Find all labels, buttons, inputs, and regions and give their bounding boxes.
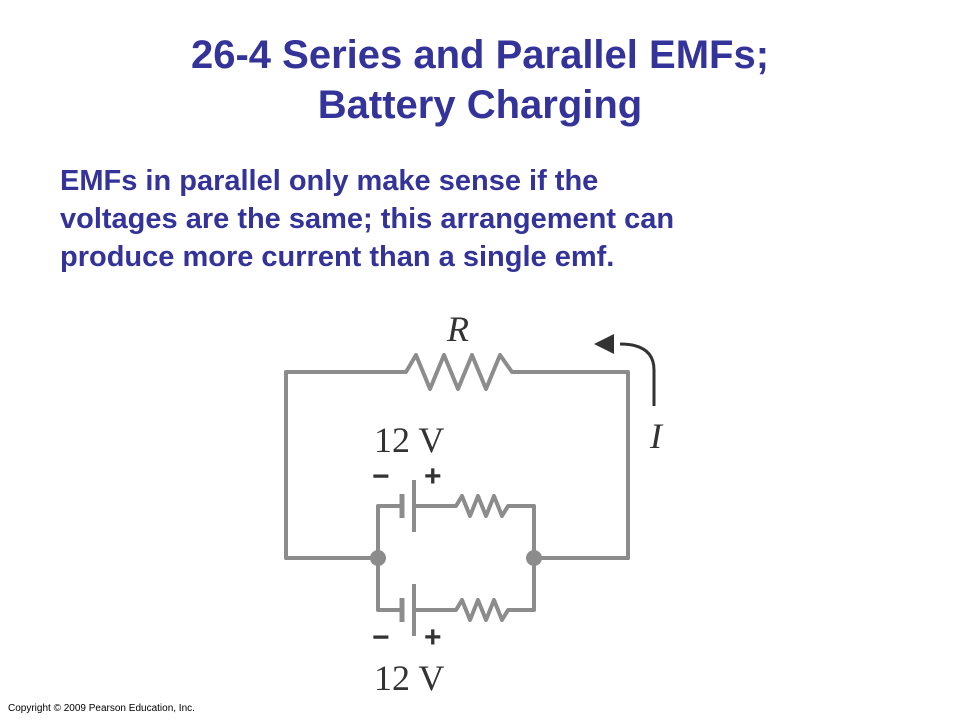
top-battery-voltage-label: 12 V bbox=[374, 420, 444, 460]
title-line-1: 26-4 Series and Parallel EMFs; bbox=[190, 33, 770, 77]
body-line-1: EMFs in parallel only make sense if the bbox=[60, 165, 599, 197]
slide-title: 26-4 Series and Parallel EMFs; Battery C… bbox=[0, 30, 960, 130]
bottom-battery-minus-sign: − bbox=[372, 621, 390, 654]
resistor-label: R bbox=[446, 309, 469, 349]
lower-branch-resistor bbox=[412, 556, 536, 622]
body-line-3: produce more current than a single emf. bbox=[60, 241, 615, 273]
upper-branch-wire bbox=[376, 504, 402, 560]
copyright-notice: Copyright © 2009 Pearson Education, Inc. bbox=[8, 703, 195, 714]
body-line-2: voltages are the same; this arrangement … bbox=[60, 203, 675, 235]
body-text: EMFs in parallel only make sense if the … bbox=[60, 162, 920, 276]
top-wire bbox=[284, 353, 630, 560]
bottom-battery-voltage-label: 12 V bbox=[374, 658, 444, 698]
bottom-battery-plus-sign: + bbox=[424, 621, 442, 654]
top-battery-plus-sign: + bbox=[424, 460, 442, 493]
top-battery-minus-sign: − bbox=[372, 460, 390, 493]
current-label: I bbox=[649, 416, 664, 456]
upper-branch-resistor bbox=[412, 494, 536, 560]
right-junction-dot bbox=[526, 550, 542, 566]
title-line-2: Battery Charging bbox=[317, 83, 643, 127]
current-arrowhead-icon bbox=[594, 334, 614, 354]
left-junction-dot bbox=[370, 550, 386, 566]
lower-branch-wire bbox=[376, 556, 402, 612]
current-arrow bbox=[619, 342, 656, 406]
